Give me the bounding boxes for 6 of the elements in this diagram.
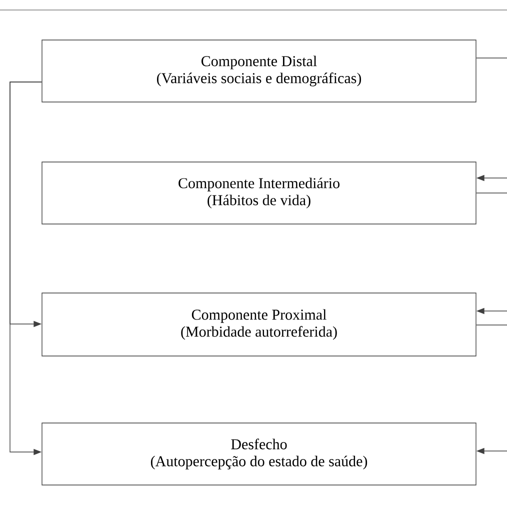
connector-line	[476, 324, 507, 326]
component-box: Componente Intermediário (Hábitos de vida)	[42, 162, 476, 224]
component-box: Componente Proximal (Morbidade autorreferida)	[42, 292, 476, 356]
component-box: Desfecho (Autopercepção do estado de saúde)	[42, 422, 476, 486]
connector-line	[476, 192, 507, 194]
component-box: Componente Distal (Variáveis sociais e demográficas)	[42, 40, 476, 102]
